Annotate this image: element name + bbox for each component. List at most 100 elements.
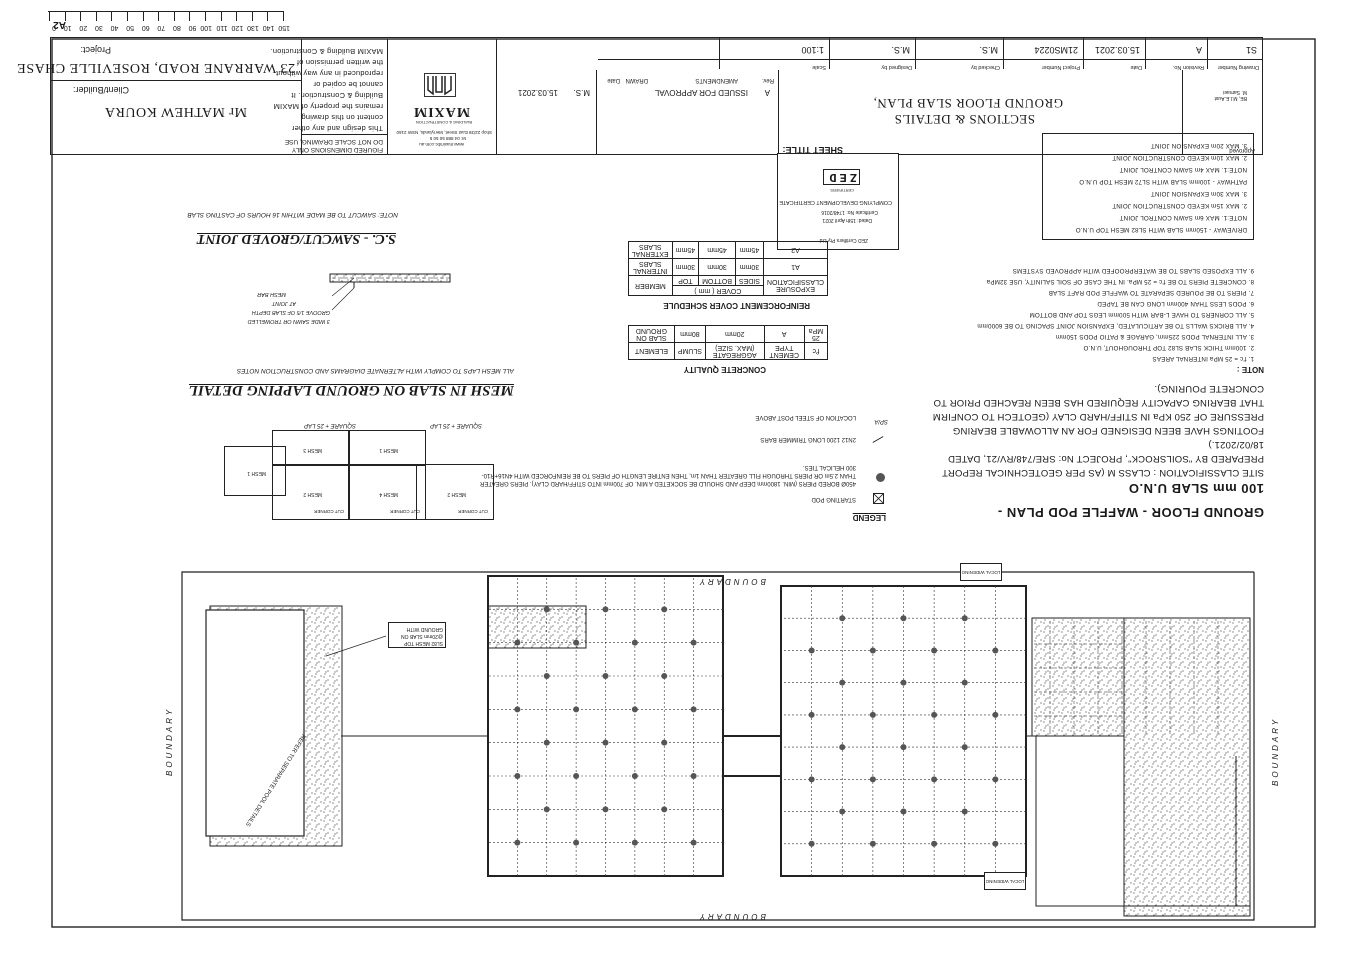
local-widening-2: LOCAL WIDENING bbox=[984, 872, 1026, 890]
bored-pier bbox=[931, 711, 938, 718]
copyright-line: This design and any other bbox=[291, 124, 383, 133]
company-address: Shop 22/39 East Street, Merrylands, NSW … bbox=[396, 130, 492, 135]
bored-pier bbox=[514, 839, 521, 846]
sheet-title-line1: GROUND FLOOR SLAB PLAN, bbox=[873, 96, 1063, 111]
pool-callout-line3: GROUND WITH bbox=[406, 626, 443, 632]
scale-tick bbox=[173, 12, 175, 21]
bored-pier bbox=[900, 808, 907, 815]
notes-label: NOTE : bbox=[1236, 365, 1264, 374]
scale-tick-label: 20 bbox=[79, 24, 88, 31]
company-phone: M: 04 888 50 50 5 bbox=[429, 136, 466, 141]
rev-row-amendment: ISSUED FOR APPROVAL bbox=[654, 88, 748, 97]
bored-pier bbox=[690, 639, 697, 646]
cut-corner-label: CUT CORNER bbox=[314, 509, 344, 514]
scale-tick bbox=[111, 12, 113, 21]
starting-pod-icon bbox=[873, 493, 884, 504]
copyright-line: cannot be copied or bbox=[313, 80, 383, 89]
title-value: 1:100 bbox=[801, 45, 824, 55]
site-class-line: PREPARED BY "SOILSROCK", PROJECT No: SRE… bbox=[947, 453, 1264, 464]
bored-pier bbox=[869, 776, 876, 783]
cs-cell: 45mm bbox=[672, 241, 699, 259]
bored-pier bbox=[690, 706, 697, 713]
scale-tick-label: 70 bbox=[157, 24, 166, 31]
site-class-line: 18/02/2021.) bbox=[1208, 439, 1264, 450]
cq-cell: SLAB ON GROUND bbox=[628, 325, 675, 343]
bored-pier bbox=[961, 744, 968, 751]
scale-tick-label: 110 bbox=[216, 24, 228, 31]
bored-pier bbox=[690, 773, 697, 779]
bored-pier bbox=[514, 706, 521, 713]
bored-pier bbox=[869, 840, 876, 847]
bored-pier bbox=[992, 776, 999, 783]
scale-tick bbox=[95, 12, 97, 21]
cq-cell: 25 MPa bbox=[804, 325, 828, 343]
title-value: S1 bbox=[1245, 45, 1257, 55]
site-class-line: PRESSURE OF 250 KPa IN STIFF/HARD CLAY (… bbox=[932, 411, 1264, 422]
boxed-note-line: NOTE:1. MAX 6m SAWN CONTROL JOINT bbox=[1119, 214, 1248, 221]
bored-pier bbox=[839, 615, 846, 622]
legend-bored-pier: 450Ø BORED PIERS (MIN. 1800mm DEEP AND S… bbox=[480, 464, 856, 486]
bored-pier bbox=[869, 711, 876, 718]
link-slab bbox=[722, 735, 782, 777]
sawcut-callout-line: 3 WIDE SAWN OR TROWELLED bbox=[247, 318, 330, 324]
cs-cell: 30mm bbox=[735, 258, 764, 276]
lap-mesh-label: MESH 2 bbox=[303, 491, 322, 497]
scale-tick-label: 130 bbox=[247, 24, 259, 31]
general-note-line: 5. ALL CORNERS TO HAVE L-BAR WITH 500mm … bbox=[1029, 311, 1254, 318]
site-class-line: FOOTINGS HAVE BEEN DESIGNED FOR AN ALLOW… bbox=[952, 425, 1264, 436]
cs-cell: A2 bbox=[763, 241, 828, 259]
copyright-line: the written permission of bbox=[296, 58, 383, 67]
boxed-note-line: 3. MAX 20m EXPANSION JOINT bbox=[1150, 142, 1247, 149]
porch-slab bbox=[487, 605, 587, 649]
lap-mesh-label: MESH 2 bbox=[447, 491, 466, 497]
cq-header: CEMENT TYPE bbox=[764, 342, 805, 360]
bored-pier bbox=[602, 739, 609, 746]
client-label: Client/Builder: bbox=[72, 85, 129, 95]
site-class-line: THAT BEARING CAPACITY REQUIRED HAS BEEN … bbox=[933, 397, 1264, 408]
scale-tick bbox=[142, 12, 144, 21]
bored-pier bbox=[631, 839, 638, 846]
bored-pier bbox=[931, 647, 938, 654]
sheet-size: A2 bbox=[53, 19, 66, 30]
cs-subheader: BOTTOM bbox=[698, 275, 736, 286]
bored-pier-icon bbox=[876, 473, 885, 482]
bored-pier bbox=[543, 739, 550, 746]
copyright-line: Building & Construction. It bbox=[291, 91, 383, 100]
cs-cell: 45mm bbox=[698, 241, 736, 259]
sawcut-leader bbox=[331, 287, 355, 311]
general-note-line: 4. ALL BRICKS WALLS TO BE ARTICULATED, E… bbox=[977, 322, 1254, 329]
pool-callout-line1: SL82 MESH TOP bbox=[404, 640, 443, 646]
rev-header-drawn: DRAWN bbox=[625, 77, 648, 83]
sawcut-callout-line: AT JOINT bbox=[271, 300, 296, 306]
bored-pier bbox=[808, 776, 815, 783]
scale-tick-label: 40 bbox=[110, 24, 119, 31]
lap-mesh-label: MESH 3 bbox=[303, 447, 322, 453]
pool-callout: SL82 MESH TOP @20mm SLAB ON GROUND WITH bbox=[388, 622, 446, 648]
cover-schedule-table: EXPOSURE CLASSIFICATION COVER ( mm ) MEM… bbox=[628, 241, 828, 296]
bored-pier bbox=[661, 606, 668, 613]
certificate-number: Certificate No: 1748/2016 bbox=[821, 209, 878, 215]
sawcut-leader bbox=[331, 277, 355, 297]
lap-mesh-label: MESH 1 bbox=[247, 470, 266, 476]
bored-pier bbox=[543, 673, 550, 679]
scale-tick bbox=[127, 12, 128, 21]
bored-pier bbox=[808, 711, 815, 718]
rev-row-rev: A bbox=[764, 88, 770, 97]
sawcut-title: S.C. - SAWCUT/GROVED JOINT bbox=[196, 231, 396, 246]
scale-warning-2: FIGURED DIMENSIONS ONLY bbox=[291, 146, 383, 153]
scale-tick bbox=[189, 12, 191, 21]
cq-header: f'c bbox=[804, 342, 828, 360]
company-block: MAXIM BUILDING & CONSTRUCTION Shop 22/39… bbox=[387, 39, 497, 155]
legend-sp-mark: SP/A bbox=[874, 418, 888, 424]
boxed-note-line: 2. MAX 15m KEYED CONSTRUCTION JOINT bbox=[1112, 202, 1247, 209]
scale-tick bbox=[220, 12, 222, 21]
rev-row-drawn: M.S. bbox=[573, 88, 590, 97]
scale-tick-label: 30 bbox=[95, 24, 103, 31]
rev-row-date: 15.03.2021 bbox=[517, 88, 558, 97]
cs-header: EXPOSURE CLASSIFICATION bbox=[763, 275, 828, 296]
pool-callout-line2: @20mm SLAB ON bbox=[400, 633, 443, 639]
copyright-line: content on this drawing bbox=[301, 113, 383, 122]
